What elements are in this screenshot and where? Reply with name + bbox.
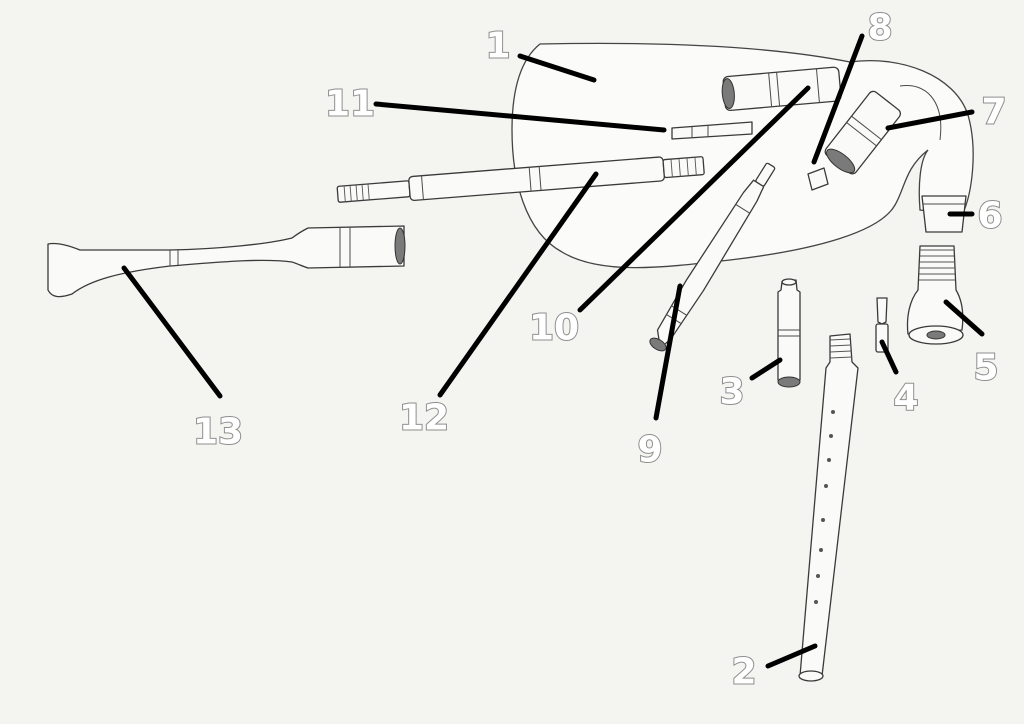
label-2: 2 [731,652,756,693]
label-8: 8 [867,8,892,49]
leader-1 [517,53,597,83]
leader-5 [943,299,985,337]
number-labels: 1 2 3 4 5 6 7 8 9 10 11 12 13 [192,7,1008,694]
label-10: 10 [529,308,579,349]
bag [511,42,974,269]
label-5: 5 [973,348,998,389]
label-6: 6 [977,196,1002,237]
label-4: 4 [893,378,918,419]
drone-end-piece [777,278,801,388]
drone-stock-top [721,66,842,112]
label-7: 7 [981,92,1006,133]
label-1: 1 [485,26,510,67]
leader-12 [437,171,599,398]
leader-9 [653,283,683,421]
bag-neck [921,195,967,233]
small-cap [807,167,829,191]
bass-drone [47,225,406,298]
leader-lines [121,33,985,669]
label-12: 12 [399,398,449,439]
label-11: 11 [325,84,375,125]
label-3: 3 [719,372,744,413]
leader-7 [885,109,975,131]
leader-4 [879,339,899,375]
leader-8 [811,33,865,165]
leader-13 [121,265,223,399]
leader-2 [765,643,818,669]
label-9: 9 [637,430,662,471]
threaded-stock [906,245,964,345]
leader-11 [373,101,667,133]
leader-10 [577,85,811,313]
chanter [798,333,859,682]
leader-3 [749,357,783,381]
long-drone [336,156,705,203]
label-13: 13 [193,412,243,453]
chanter-stock [824,90,902,175]
drone-reed [671,121,753,140]
